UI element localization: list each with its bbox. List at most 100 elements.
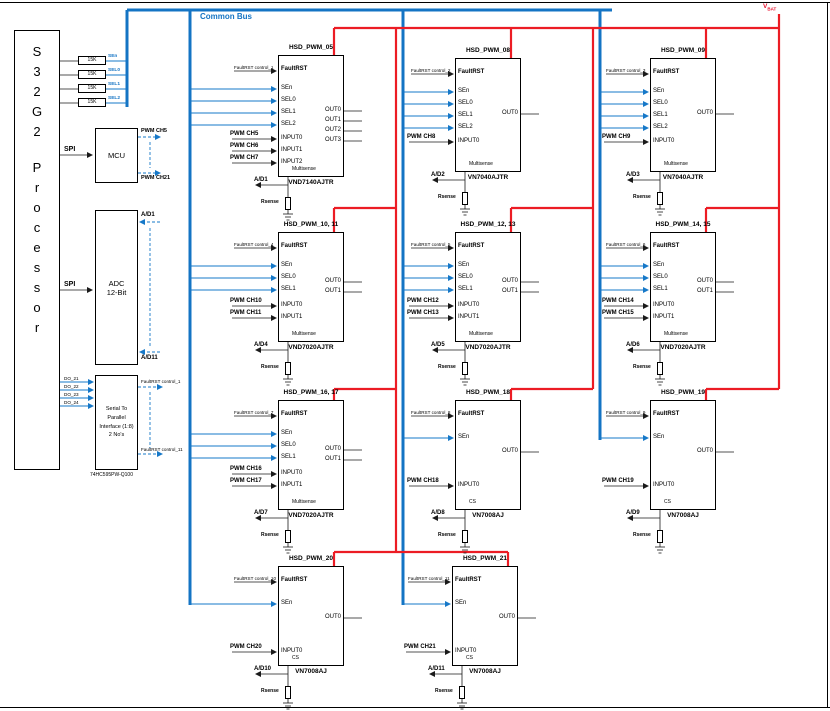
pin-label: INPUT0 (281, 135, 303, 141)
pwm-channel-label: PWM CH7 (230, 155, 259, 161)
pwm-channel-label: PWM CH11 (230, 310, 262, 316)
pin-label: SEn (455, 600, 467, 606)
pwm-channel-label: PWM CH19 (602, 478, 634, 484)
fault-control-label: FaultRST control_8 (411, 409, 451, 415)
vbat-label: VBAT (763, 3, 776, 11)
rsense-resistor (657, 192, 663, 205)
part-number: VND7020AJTR (660, 344, 706, 351)
hsd-block-box (455, 232, 521, 342)
hsd-block-title: HSD_PWM_12, 13 (460, 221, 516, 228)
pin-label: SEL0 (281, 274, 296, 280)
part-number: VN7008AJ (469, 668, 501, 675)
do-signal-label: DO_24 (64, 400, 79, 405)
fault-pin-label: FaultRST (281, 66, 308, 72)
out-pin-label: OUT2 (324, 127, 341, 133)
pin-label: INPUT0 (458, 138, 480, 144)
fault-pin-label: FaultRST (653, 243, 680, 249)
do-signal-label: DO_23 (64, 392, 79, 397)
pin-label: INPUT2 (281, 159, 303, 165)
pullup-resistor (78, 70, 106, 79)
faultrst-out-bottom-label: FaultRST control_11 (141, 447, 183, 452)
mcu-pwm-out-bottom-label: PWM CH21 (141, 175, 171, 181)
ad-channel-label: A/D10 (254, 666, 272, 672)
rsense-label: Rsense (261, 199, 279, 205)
pin-label: SEL2 (653, 124, 668, 130)
out-pin-label: OUT1 (696, 288, 713, 294)
pin-label: SEL1 (458, 112, 473, 118)
bus-signal-label: SEn (108, 54, 118, 59)
pin-label: SEL0 (281, 442, 296, 448)
rsense-label: Rsense (261, 364, 279, 370)
pin-label: SEn (281, 85, 293, 91)
fault-pin-label: FaultRST (458, 69, 485, 75)
pwm-channel-label: PWM CH13 (407, 310, 439, 316)
serial-parallel-box: Serial To Parallel Interface (1:8) 2 No'… (95, 375, 138, 470)
resistor-value: 15K (87, 85, 97, 91)
ad-channel-label: A/D1 (254, 177, 268, 183)
fault-control-label: FaultRST control_10 (234, 575, 277, 581)
page-border-right (827, 2, 828, 708)
hsd-block-box (455, 58, 521, 172)
hsd-block-title: HSD_PWM_18 (465, 389, 511, 396)
pin-label: SEn (653, 262, 665, 268)
fault-pin-label: FaultRST (281, 411, 308, 417)
part-number: VND7020AJTR (465, 344, 511, 351)
out-pin-label: OUT0 (501, 448, 518, 454)
fault-pin-label: FaultRST (458, 411, 485, 417)
pwm-channel-label: PWM CH9 (602, 134, 631, 140)
part-number: VN7008AJ (667, 512, 699, 519)
hsd-block-title: HSD_PWM_16, 17 (283, 389, 339, 396)
rsense-resistor (459, 686, 465, 699)
out-pin-label: OUT0 (324, 614, 341, 620)
sense-pin-label: Multisense (292, 331, 316, 337)
pwm-channel-label: PWM CH6 (230, 143, 259, 149)
out-pin-label: OUT1 (324, 456, 341, 462)
rsense-label: Rsense (438, 532, 456, 538)
rsense-resistor (285, 197, 291, 210)
pin-label: INPUT0 (455, 648, 477, 654)
pin-label: INPUT1 (653, 314, 675, 320)
pin-label: INPUT0 (281, 470, 303, 476)
fault-control-label: FaultRST control_7 (234, 409, 274, 415)
sense-pin-label: CS (664, 499, 671, 505)
pin-label: SEn (281, 600, 293, 606)
ad-channel-label: A/D3 (626, 172, 640, 178)
fault-pin-label: FaultRST (653, 69, 680, 75)
hsd-block-box (650, 232, 716, 342)
fault-control-label: FaultRST control_1 (234, 64, 274, 70)
serial-parallel-part-number: 74HC595PW-Q100 (90, 472, 133, 478)
out-pin-label: OUT0 (324, 446, 341, 452)
ad-channel-label: A/D5 (431, 342, 445, 348)
page-border-top (0, 2, 830, 3)
out-pin-label: OUT0 (498, 614, 515, 620)
rsense-label: Rsense (633, 194, 651, 200)
rsense-resistor (462, 192, 468, 205)
sense-pin-label: CS (466, 655, 473, 661)
hsd-block-box (650, 400, 716, 510)
resistor-value: 15K (87, 57, 97, 63)
rsense-resistor (285, 530, 291, 543)
pwm-channel-label: PWM CH10 (230, 298, 262, 304)
part-number: VN7040AJTR (467, 174, 509, 181)
sense-pin-label: CS (469, 499, 476, 505)
pin-label: INPUT0 (653, 302, 675, 308)
out-pin-label: OUT0 (696, 110, 713, 116)
pin-label: INPUT0 (458, 482, 480, 488)
out-pin-label: OUT0 (696, 448, 713, 454)
processor-box (14, 30, 60, 470)
pwm-channel-label: PWM CH21 (404, 644, 436, 650)
hsd-block-title: HSD_PWM_09 (660, 47, 706, 54)
pin-label: INPUT0 (653, 138, 675, 144)
out-pin-label: OUT0 (501, 278, 518, 284)
hsd-block-box (278, 232, 344, 342)
pin-label: SEL1 (653, 112, 668, 118)
hsd-block-title: HSD_PWM_14, 15 (655, 221, 711, 228)
bus-signal-label: SEL1 (108, 82, 120, 87)
fault-control-label: FaultRST control_3 (606, 67, 646, 73)
fault-pin-label: FaultRST (455, 577, 482, 583)
mcu-label: MCU (107, 151, 126, 160)
mcu-pwm-out-top-label: PWM CH5 (141, 128, 167, 134)
ad-channel-label: A/D2 (431, 172, 445, 178)
